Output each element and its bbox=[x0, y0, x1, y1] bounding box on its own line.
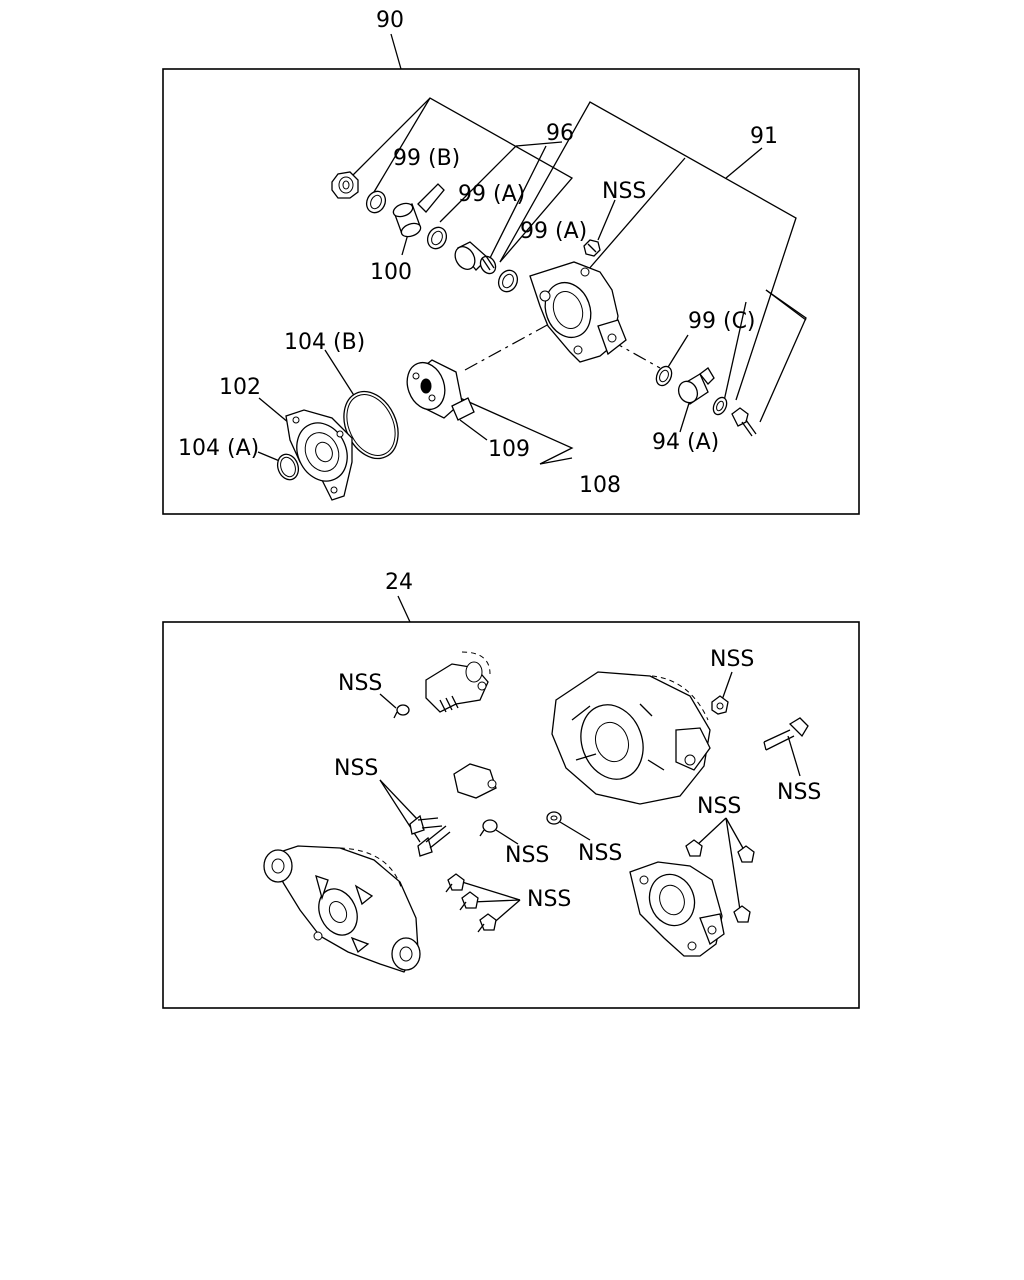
callout-nss-lower-6: NSS bbox=[505, 843, 549, 868]
callout-nss-lower-8: NSS bbox=[527, 887, 571, 912]
rotor-108-part bbox=[406, 359, 475, 421]
callout-nss-upper: NSS bbox=[602, 179, 646, 204]
plug-94a-part bbox=[677, 367, 715, 405]
long-bolt-part bbox=[763, 717, 809, 751]
ring-99b-part bbox=[365, 190, 387, 214]
lower-frame bbox=[162, 621, 860, 1009]
callout-94a: 94 (A) bbox=[652, 430, 719, 455]
callout-99b: 99 (B) bbox=[393, 146, 460, 171]
cover-102-part bbox=[285, 409, 353, 501]
upper-assembly-ref: 90 bbox=[376, 8, 404, 33]
nss-washer-part bbox=[546, 811, 562, 825]
callout-102: 102 bbox=[219, 375, 261, 400]
nss-small-bolt-part bbox=[583, 239, 601, 257]
rear-housing-part bbox=[263, 845, 421, 973]
callout-99a-1: 99 (A) bbox=[458, 182, 525, 207]
callout-104a: 104 (A) bbox=[178, 436, 259, 461]
nss-bolt-b-part bbox=[409, 814, 443, 835]
terminal-block-part bbox=[453, 763, 497, 799]
callout-nss-lower-3: NSS bbox=[334, 756, 378, 781]
seal-104a-part bbox=[276, 453, 300, 481]
bracket-part bbox=[629, 861, 725, 957]
sleeve-100-part bbox=[392, 183, 445, 238]
upper-assembly: 90 bbox=[162, 8, 860, 515]
front-housing-part bbox=[551, 671, 711, 805]
callout-nss-lower-5: NSS bbox=[697, 794, 741, 819]
nss-screw-2-part bbox=[479, 819, 498, 837]
callout-nss-lower-2: NSS bbox=[710, 647, 754, 672]
callout-100: 100 bbox=[370, 260, 412, 285]
callout-109: 109 bbox=[488, 437, 530, 462]
regulator-part bbox=[425, 651, 491, 713]
seal-104b-part bbox=[343, 390, 399, 460]
nss-screw-group-right-part bbox=[685, 839, 755, 923]
nss-nut-upper-part bbox=[711, 695, 729, 715]
nss-screw-group-left-part bbox=[445, 873, 497, 933]
lower-leader-lines bbox=[379, 671, 801, 927]
callout-nss-lower-7: NSS bbox=[578, 841, 622, 866]
nut-99b-part bbox=[331, 171, 359, 199]
fitting-99a-part bbox=[454, 241, 497, 275]
ring-99c-part bbox=[655, 365, 673, 387]
callout-nss-lower-1: NSS bbox=[338, 671, 382, 696]
callout-91: 91 bbox=[750, 124, 778, 149]
callout-99a-2: 99 (A) bbox=[520, 219, 587, 244]
ring-99a-1-part bbox=[426, 226, 448, 250]
lower-assembly: 24 bbox=[162, 570, 860, 1009]
callout-99c: 99 (C) bbox=[688, 309, 756, 334]
lower-assembly-ref: 24 bbox=[385, 570, 413, 595]
upper-leader-lines bbox=[257, 97, 807, 465]
housing-91-part bbox=[529, 261, 627, 363]
bolt-94a-part bbox=[731, 407, 757, 437]
upper-frame bbox=[162, 68, 860, 515]
callout-104b: 104 (B) bbox=[284, 330, 365, 355]
nss-screw-1-part bbox=[393, 704, 410, 719]
callout-108: 108 bbox=[579, 473, 621, 498]
callout-96: 96 bbox=[546, 121, 574, 146]
callout-nss-lower-4: NSS bbox=[777, 780, 821, 805]
ring-small-part bbox=[712, 396, 728, 416]
nss-bolt-a-part bbox=[417, 825, 451, 857]
ring-99a-2-part bbox=[497, 269, 519, 293]
